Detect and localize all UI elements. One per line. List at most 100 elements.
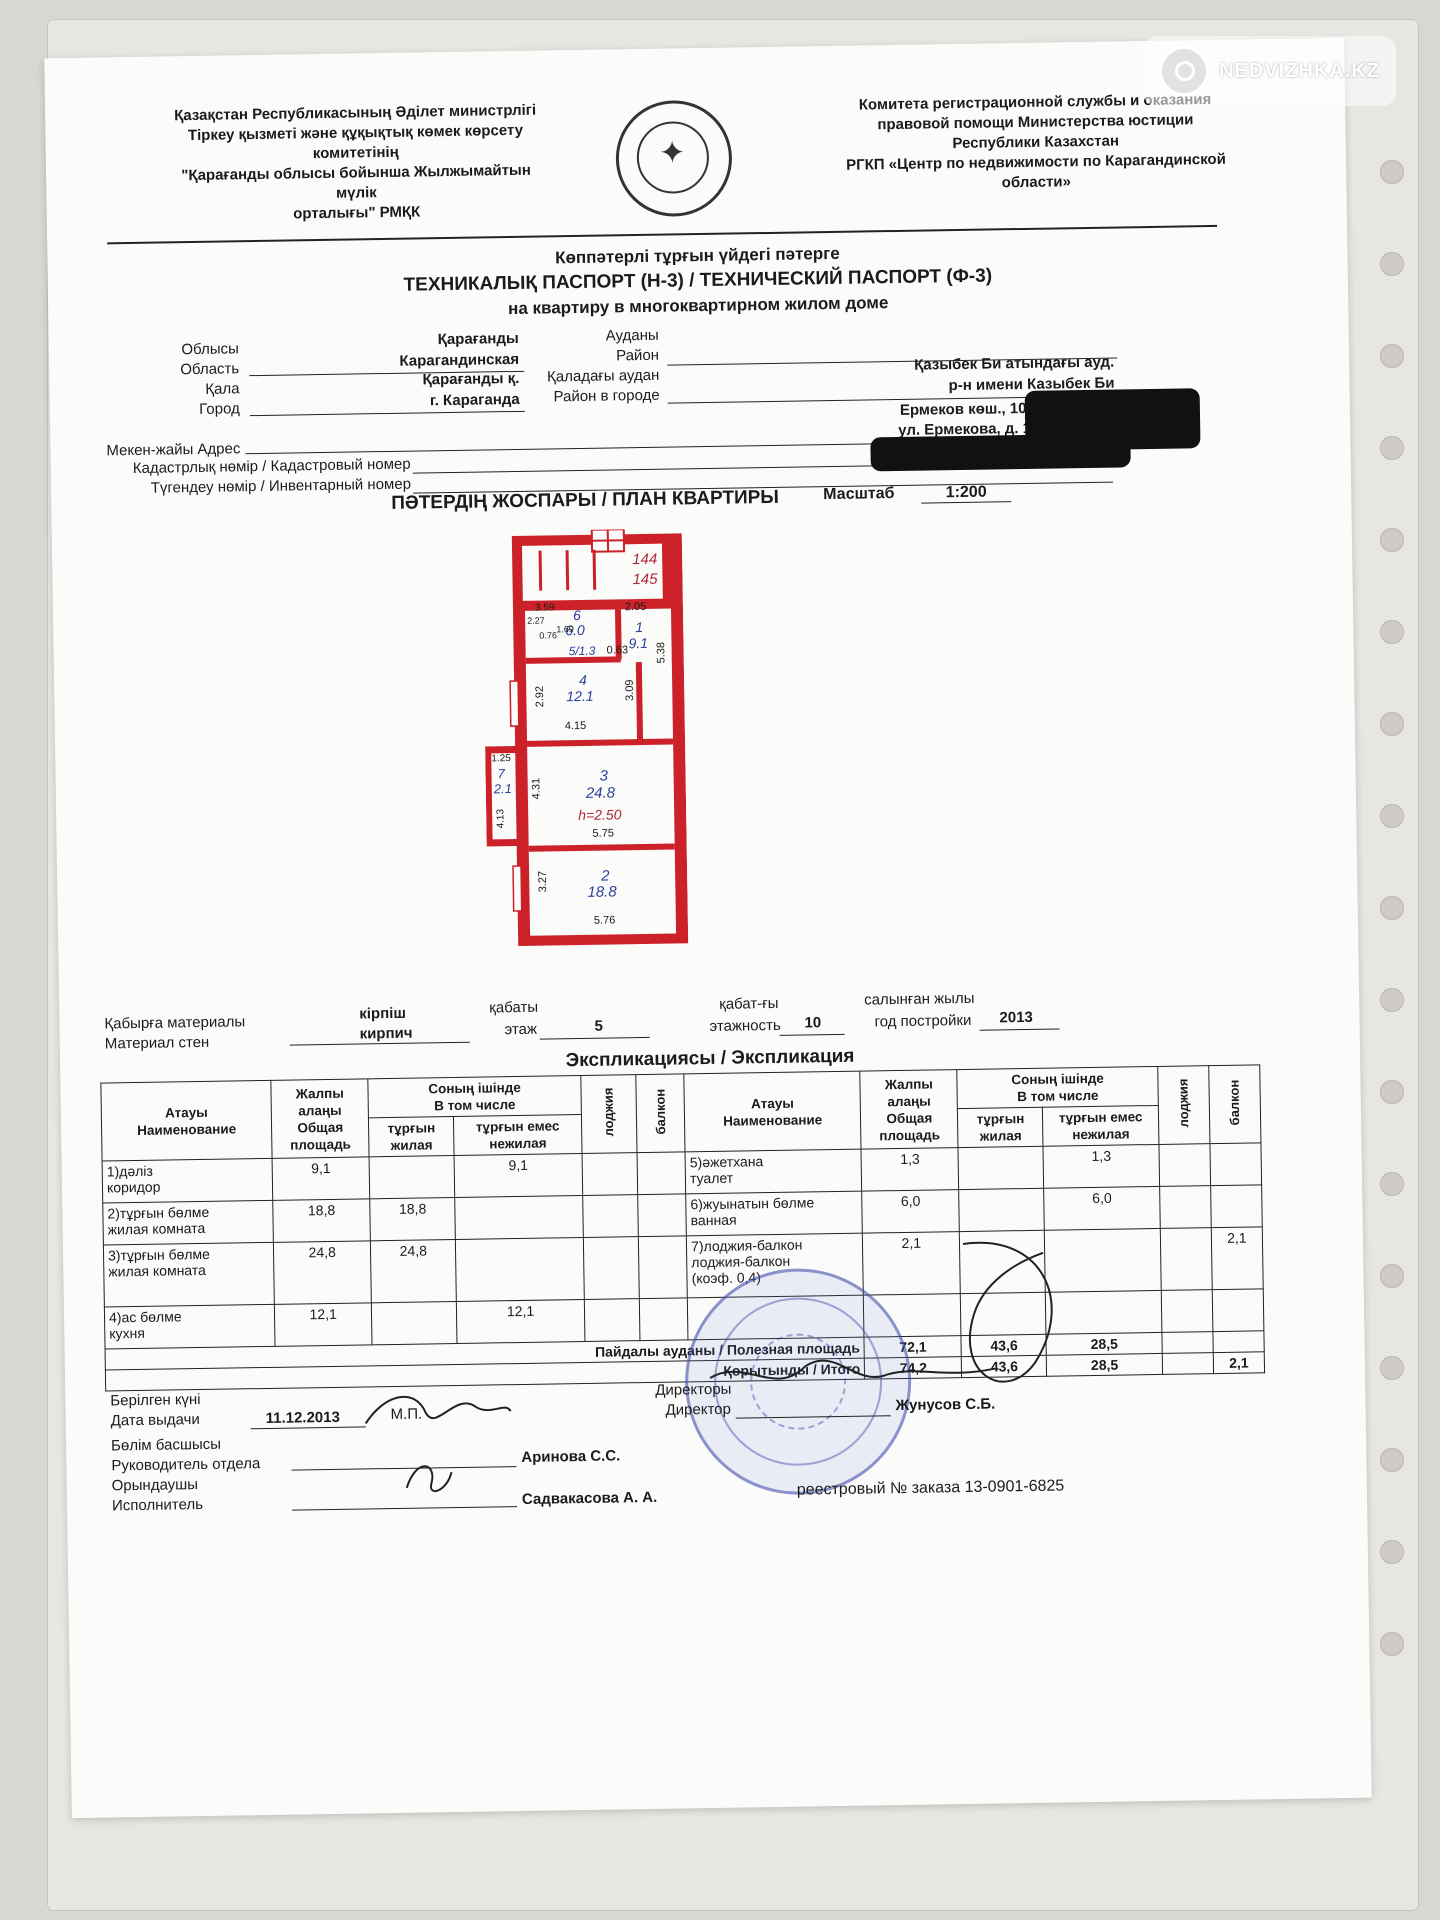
document-header: Қазақстан Республикасының Әділет министр… (105, 79, 1287, 238)
row-living (958, 1146, 1045, 1190)
executor-label-ru: Исполнитель (111, 1496, 204, 1515)
head-name: Аринова С.С. (521, 1447, 621, 1466)
executor-underline (292, 1506, 518, 1511)
row-loggia (583, 1236, 639, 1300)
executor-name: Садвакасова А. А. (521, 1488, 658, 1508)
year-label-ru: год постройки (874, 1011, 972, 1031)
row-balcony (1212, 1288, 1264, 1332)
row-name: 3)тұрғын бөлме жилая комната (103, 1242, 275, 1308)
window-icon (512, 865, 523, 912)
redaction-block (870, 433, 1131, 472)
row-living (369, 1155, 455, 1199)
room-area: 2.1 (493, 781, 512, 797)
plan-mark: 145 (632, 570, 658, 589)
dim-label: 2.05 (624, 600, 647, 614)
col-header-balcony: балкон (635, 1073, 686, 1153)
oblys-value: Қарағанды (437, 329, 519, 349)
dim-label: 3.27 (536, 870, 550, 893)
col-header-name-2: Атауы Наименование (683, 1071, 862, 1152)
col-header-name: Атауы Наименование (100, 1080, 273, 1162)
room-number: 4 (578, 671, 588, 688)
floors-label-ru: этажность (709, 1016, 781, 1035)
row-balcony (638, 1297, 689, 1341)
oblast-value: Карагандинская (399, 350, 520, 370)
room-number: 2 (601, 867, 610, 885)
director-label-ru: Директор (665, 1400, 732, 1419)
explication-table: Атауы Наименование Жалпы алаңы Общая пло… (100, 1064, 1265, 1392)
room-number: 3 (599, 767, 609, 785)
col-header-loggia-2: лоджия (1157, 1065, 1210, 1145)
director-signature-stroke (709, 1359, 996, 1380)
balcony-header-text: балкон (1226, 1079, 1243, 1126)
row-loggia (582, 1194, 638, 1238)
dim-label: 0.63 (606, 644, 629, 657)
executor-signature (405, 1465, 453, 1493)
row-loggia (1159, 1185, 1212, 1229)
row-balcony (636, 1151, 686, 1195)
wall (635, 662, 644, 743)
room-area: 24.8 (585, 784, 616, 802)
wall (528, 843, 675, 852)
kala-label: Қала (205, 380, 240, 398)
row-name: 4)ас бөлме кухня (104, 1304, 276, 1350)
raion-gorod-label: Район в городе (553, 386, 660, 406)
stamp-place-label: М.П. (390, 1405, 423, 1424)
wall (527, 738, 674, 747)
issued-date: 11.12.2013 (265, 1408, 341, 1428)
kala-audan-value: Қазыбек Би атындағы ауд. (914, 353, 1115, 374)
floor-plan: 144 145 3.59 2.05 6 6.0 1 9.1 2.27 0.76 … (482, 528, 689, 951)
dim-label: 4.13 (495, 808, 507, 829)
row-loggia (1160, 1227, 1213, 1291)
head-signature (364, 1395, 512, 1424)
watermark-logo-icon (1159, 46, 1210, 96)
dim-label: 5.75 (592, 827, 615, 840)
row-total: 9,1 (272, 1156, 370, 1201)
head-label-kz: Бөлім басшысы (110, 1435, 222, 1455)
row-loggia (581, 1152, 638, 1196)
total-loggia (1162, 1352, 1214, 1375)
executor-label-kz: Орындаушы (111, 1476, 199, 1495)
useful-balcony (1212, 1330, 1265, 1353)
director-name: Жунусов С.Б. (895, 1395, 996, 1415)
raion-label: Район (616, 346, 660, 365)
room-number: 5/1.3 (568, 643, 596, 659)
room-number: 7 (497, 766, 505, 782)
dim-label: 3.09 (623, 679, 637, 702)
wall (525, 656, 621, 664)
header-kz-line: "Қарағанды облысы бойынша Жылжымайтын мү… (181, 161, 531, 202)
gorod-underline (249, 410, 525, 417)
year-underline (979, 1028, 1060, 1031)
floor-plan-drawing (485, 528, 689, 946)
director-signature (962, 1241, 1053, 1383)
dim-label: 4.31 (530, 777, 543, 800)
dim-label: 2.92 (533, 685, 547, 708)
dim-label: 0.76 (539, 630, 557, 641)
ceiling-height: h=2.50 (578, 806, 622, 824)
row-total: 18,8 (272, 1198, 371, 1243)
year-value: 2013 (999, 1008, 1033, 1027)
dim-label: 5.38 (655, 641, 668, 664)
dim-label: 1.25 (491, 753, 511, 765)
oblast-label: Область (180, 360, 240, 379)
row-nonliving: 1,3 (1043, 1144, 1160, 1189)
row-living: 24,8 (370, 1239, 457, 1303)
oblys-label: Облысы (181, 340, 239, 359)
dim-label: 5.76 (593, 914, 616, 927)
inventory-label: Түгендеу нөмір / Инвентарный номер (150, 475, 412, 497)
state-emblem-icon (615, 99, 733, 218)
row-name: 6)жуынатын бөлме ванная (685, 1191, 863, 1236)
watermark-text: NEDVIZHKA.KZ (1219, 59, 1380, 82)
row-nonliving: 9,1 (454, 1153, 583, 1198)
wall-underline (289, 1041, 470, 1046)
address-value-kz: Ермеков көш., 106/6 у (899, 399, 1061, 419)
row-total: 24,8 (273, 1240, 372, 1305)
issued-label-kz: Берілген күні (110, 1391, 201, 1410)
watermark: NEDVIZHKA.KZ (1143, 36, 1396, 106)
row-balcony (1209, 1142, 1262, 1186)
balcony-header-text: балкон (652, 1088, 669, 1135)
room-area: 18.8 (587, 883, 617, 901)
col-header-incl-2: Соның ішінде В том числе (957, 1066, 1159, 1109)
row-living (371, 1301, 458, 1345)
room-area: 9.1 (628, 634, 649, 652)
col-header-total: Жалпы алаңы Общая площадь (270, 1078, 370, 1159)
